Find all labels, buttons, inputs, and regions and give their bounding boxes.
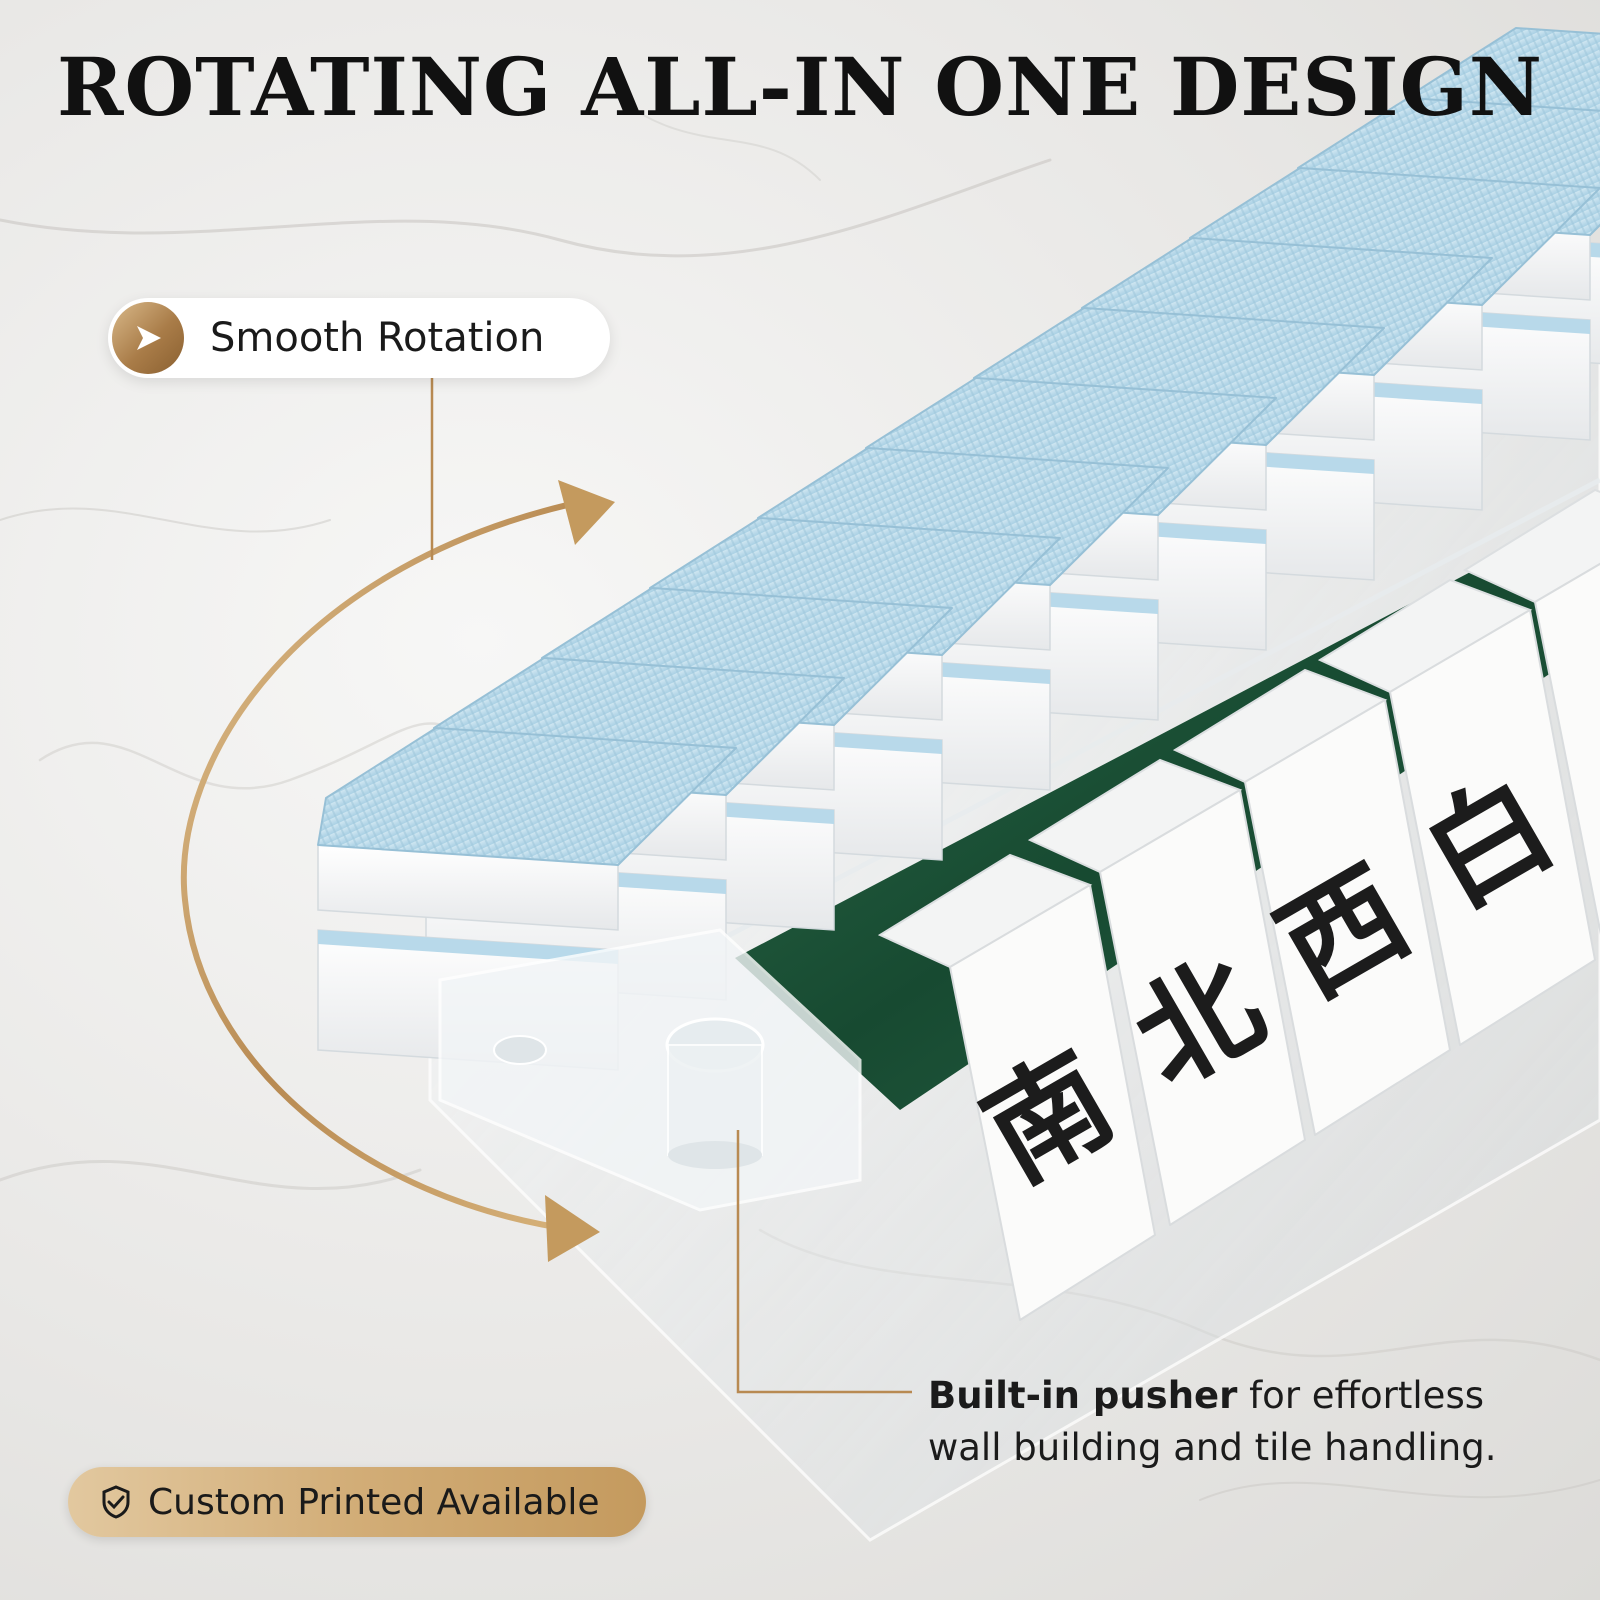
honor-tile: 南 xyxy=(877,853,1156,1321)
check-shield-icon xyxy=(102,1485,130,1519)
upper-tile-row xyxy=(317,27,1600,931)
pusher-caption-bold: Built-in pusher xyxy=(928,1374,1238,1417)
play-arrow-icon xyxy=(112,302,184,374)
pusher-block xyxy=(438,928,862,1212)
honor-tile: 白 xyxy=(1317,578,1596,1046)
arrow-down-icon xyxy=(545,1195,600,1262)
custom-printed-badge: Custom Printed Available xyxy=(68,1467,646,1537)
honor-tile xyxy=(1462,488,1600,935)
custom-printed-label: Custom Printed Available xyxy=(148,1481,600,1523)
honor-tile: 北 xyxy=(1027,758,1306,1226)
rotation-arc xyxy=(180,480,615,1262)
pusher-caption: Built-in pusher for effortless wall buil… xyxy=(928,1370,1568,1474)
smooth-rotation-label: Smooth Rotation xyxy=(210,315,545,361)
pusher-leader-line xyxy=(736,1130,912,1394)
smooth-rotation-badge: Smooth Rotation xyxy=(108,298,610,378)
arrow-up-icon xyxy=(558,480,615,545)
pusher-caption-rest: for effortless wall building and tile ha… xyxy=(928,1374,1497,1469)
upper-tile xyxy=(317,727,737,931)
headline: ROTATING ALL-IN ONE DESIGN xyxy=(56,40,1544,134)
honor-tile: 西 xyxy=(1172,668,1451,1136)
